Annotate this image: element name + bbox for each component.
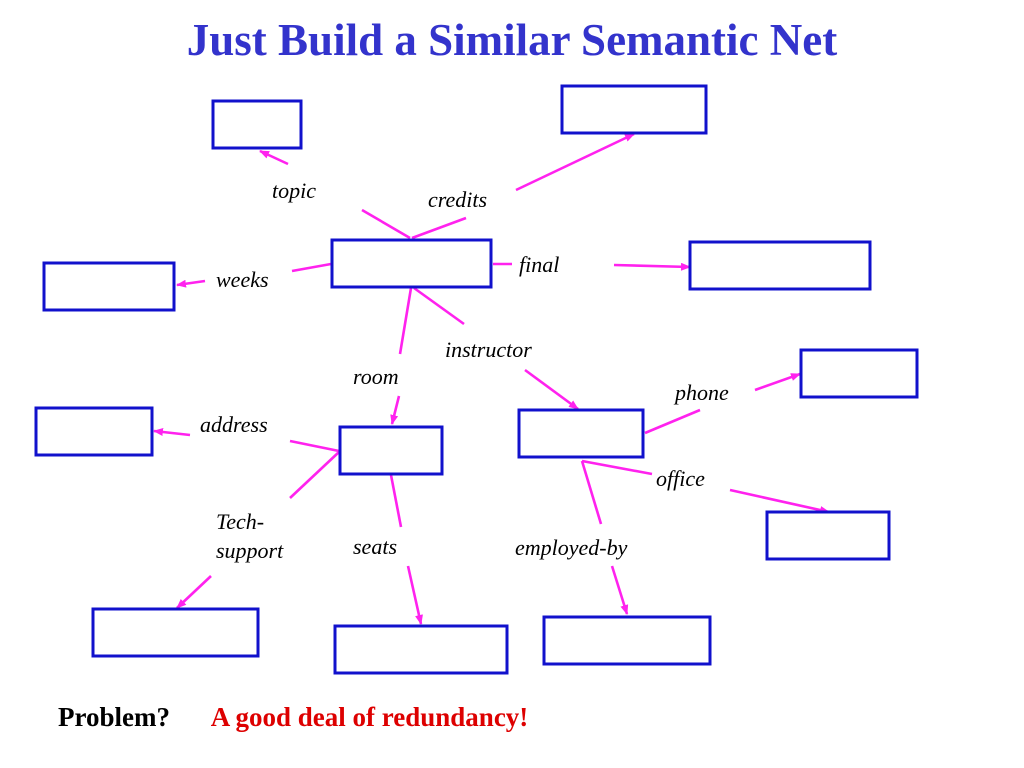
node-box-seats-value [333,624,509,675]
edge-arrow-final [613,262,691,271]
edge-seats [389,474,423,625]
edge-line-instructor [413,286,465,326]
edge-line-phone [644,408,701,435]
edge-arrow-topic [259,149,289,166]
edge-arrow-tech-support [176,575,212,609]
node-layer [34,84,919,675]
edge-credits [411,132,635,240]
problem-text: Problem? [58,702,170,732]
node-phone-value [799,348,919,399]
edge-arrow-phone [754,372,801,392]
node-instructor [517,408,645,459]
edge-label-address: address [200,412,268,437]
edge-line-credits [411,216,467,240]
edge-label-room: room [353,364,399,389]
edge-arrow-employed-by [610,565,629,615]
node-box-office-value [765,510,891,561]
edge-label-phone: phone [673,380,729,405]
edge-topic [259,149,411,240]
node-course [330,238,493,289]
edge-line-address [289,439,340,453]
edge-label-tech-support: Tech-support [216,509,284,563]
edge-arrow-address [153,428,191,437]
edge-line-office [581,459,653,476]
node-box-topic-value [211,99,303,150]
edge-arrow-instructor [524,368,579,411]
node-box-credits-value [560,84,708,135]
node-box-phone-value [799,348,919,399]
node-address-value [34,406,154,457]
edge-label-final: final [519,252,559,277]
edge-label-employed-by: employed-by [515,535,628,560]
edge-label-credits: credits [428,187,487,212]
node-seats-value [333,624,509,675]
node-credits-value [560,84,708,135]
edge-tech-support [176,451,340,609]
footer: Problem? A good deal of redundancy! [58,700,528,734]
edge-line-topic [361,208,411,240]
node-box-instructor [517,408,645,459]
edge-line-weeks [291,262,332,273]
slide-title: Just Build a Similar Semantic Net [186,15,838,65]
node-box-tech-support-value [91,607,260,658]
edge-label-seats: seats [353,534,397,559]
node-box-course [330,238,493,289]
edge-weeks [176,262,332,288]
edge-room [390,287,413,425]
node-box-address-value [34,406,154,457]
edge-label-office: office [656,466,705,491]
node-weeks-value [42,261,176,312]
node-office-value [765,510,891,561]
node-tech-support-value [91,607,260,658]
edge-arrow-office [729,488,830,514]
node-employed-by-value [542,615,712,666]
node-box-weeks-value [42,261,176,312]
edge-label-weeks: weeks [216,267,269,292]
edge-employed-by [580,460,629,615]
edge-label-topic: topic [272,178,316,203]
edge-instructor [413,286,579,411]
edge-line-room [398,287,413,355]
edge-arrow-credits [515,132,635,192]
edge-line-tech-support [289,451,340,499]
redundancy-answer-text: A good deal of redundancy! [210,702,529,732]
edge-arrow-seats [406,565,423,625]
edge-phone [644,372,801,435]
node-box-final-value [688,240,872,291]
node-box-room [338,425,444,476]
node-room [338,425,444,476]
edge-arrow-weeks [176,279,206,288]
edge-address [153,428,340,453]
node-box-employed-by-value [542,615,712,666]
node-final-value [688,240,872,291]
edge-office [581,459,830,514]
edge-arrow-room [390,395,401,425]
edge-line-seats [389,474,403,528]
edge-line-employed-by [580,460,603,525]
edge-final [493,262,691,271]
edge-layer [153,132,830,625]
label-layer: topic credits weeks final room instructor phon… [200,178,729,563]
edge-label-instructor: instructor [445,337,532,362]
node-topic-value [211,99,303,150]
